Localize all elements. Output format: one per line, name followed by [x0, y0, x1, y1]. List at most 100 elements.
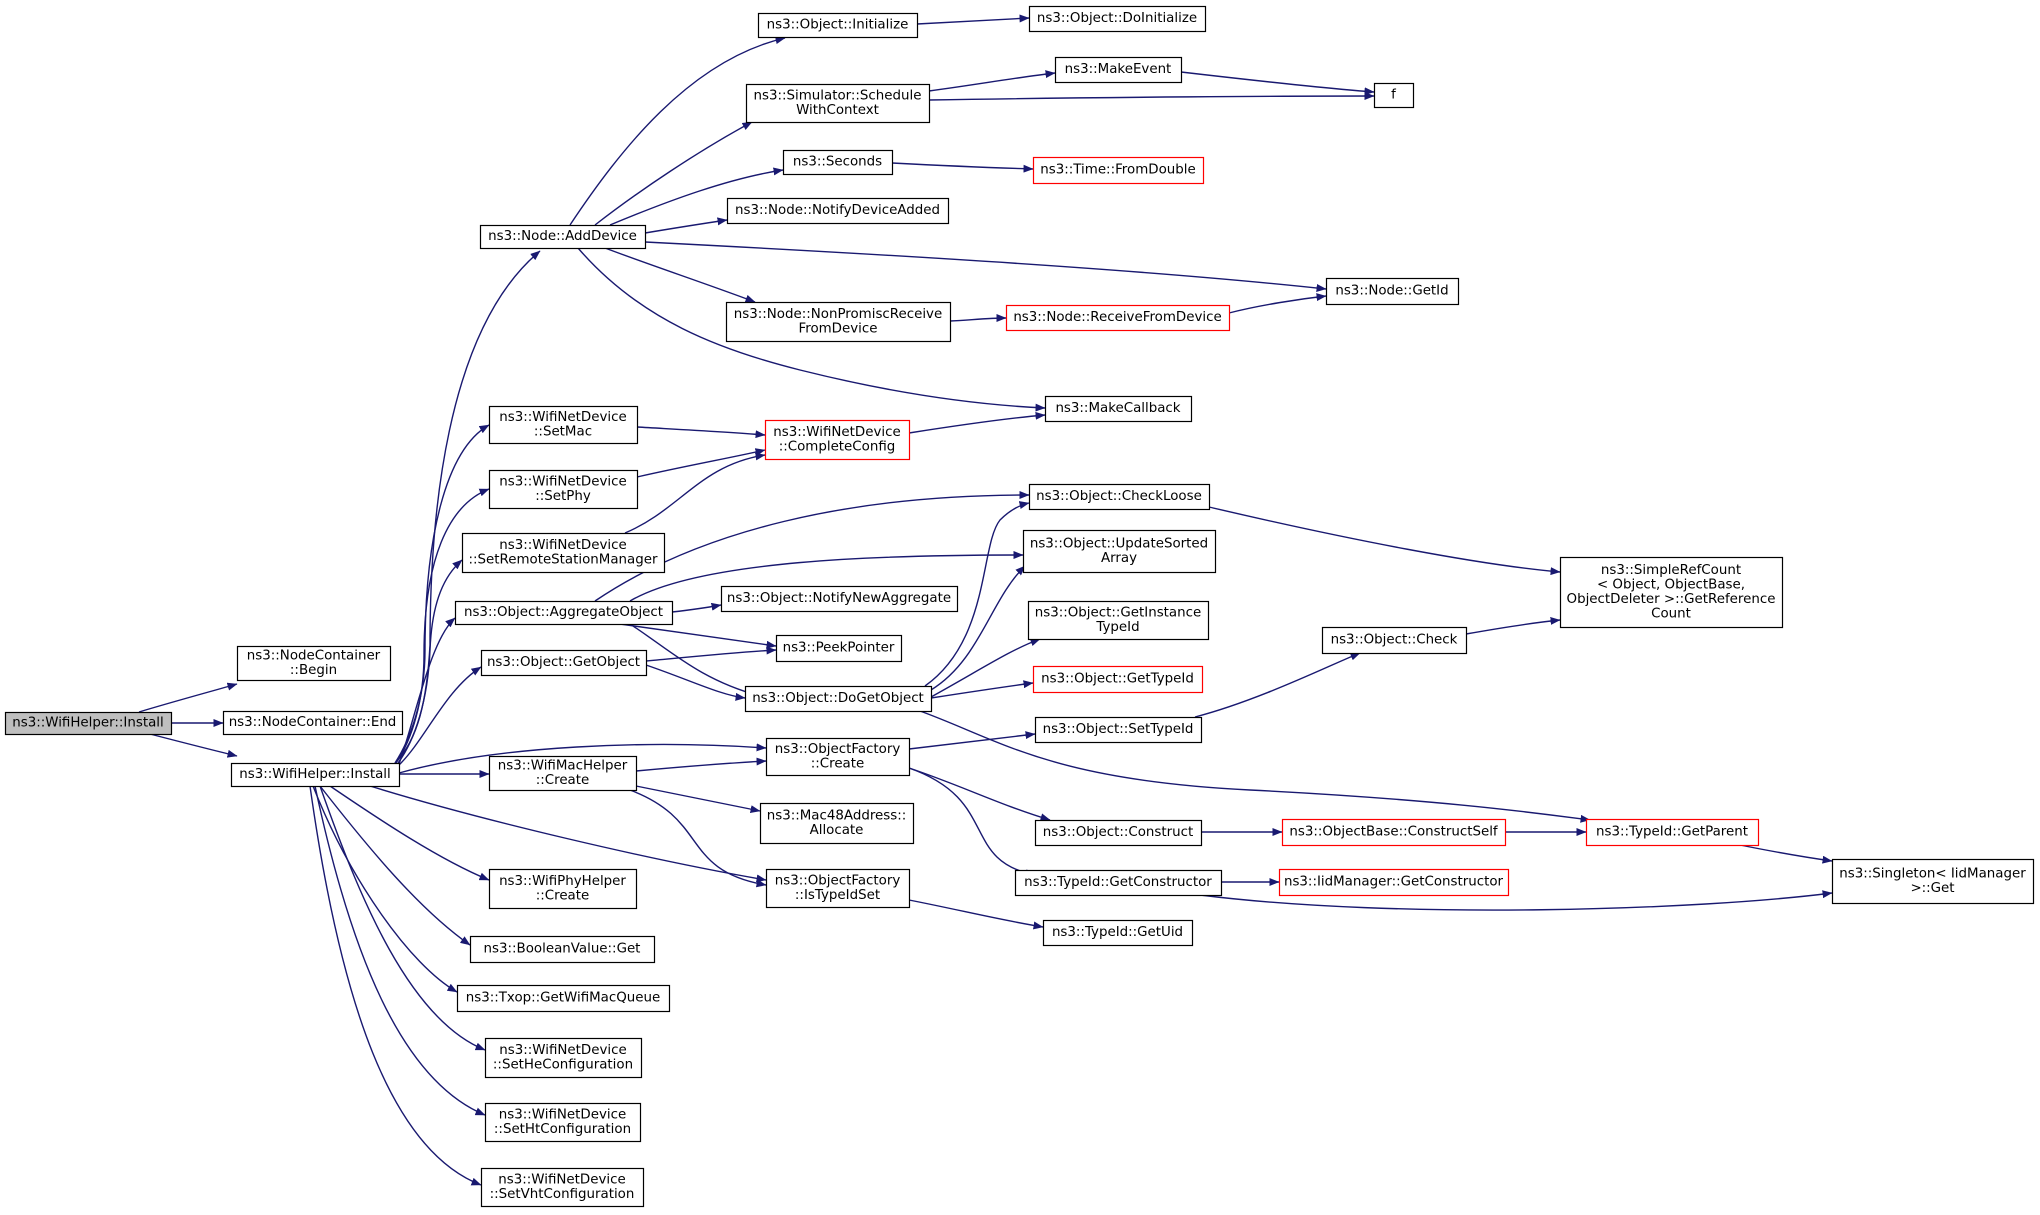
node-box[interactable] [236, 645, 392, 682]
node-peekpointer[interactable]: ns3::PeekPointer [775, 634, 903, 663]
node-box[interactable] [1559, 556, 1784, 629]
node-box[interactable] [1034, 819, 1203, 847]
node-box[interactable] [1028, 483, 1211, 511]
node-box[interactable] [484, 1037, 643, 1079]
node-box[interactable] [1032, 156, 1205, 185]
node-nc_begin[interactable]: ns3::NodeContainer::Begin [236, 645, 392, 682]
node-box[interactable] [1027, 600, 1210, 641]
node-typeid_getuid[interactable]: ns3::TypeId::GetUid [1042, 919, 1194, 947]
node-obj_check[interactable]: ns3::Object::Check [1321, 626, 1468, 655]
node-obj_gettypeid[interactable]: ns3::Object::GetTypeId [1032, 665, 1204, 694]
node-box[interactable] [1325, 277, 1460, 306]
node-box[interactable] [469, 935, 656, 964]
node-wh_install[interactable]: ns3::WifiHelper::Install [230, 762, 401, 788]
node-wnd_setphy[interactable]: ns3::WifiNetDevice::SetPhy [488, 469, 639, 510]
node-obj_initialize[interactable]: ns3::Object::Initialize [757, 12, 919, 39]
node-box[interactable] [222, 710, 404, 736]
node-obj_construct[interactable]: ns3::Object::Construct [1034, 819, 1203, 847]
node-obj_settypeid[interactable]: ns3::Object::SetTypeId [1034, 716, 1203, 744]
node-box[interactable] [1042, 919, 1194, 947]
node-nc_end[interactable]: ns3::NodeContainer::End [222, 710, 404, 736]
node-box[interactable] [484, 1102, 642, 1143]
node-box[interactable] [479, 224, 647, 250]
node-obj_checkloose[interactable]: ns3::Object::CheckLoose [1028, 483, 1211, 511]
node-objbase_constructself[interactable]: ns3::ObjectBase::ConstructSelf [1281, 818, 1507, 847]
node-node_adddevice[interactable]: ns3::Node::AddDevice [479, 224, 647, 250]
node-obj_notifynewagg[interactable]: ns3::Object::NotifyNewAggregate [720, 585, 959, 613]
node-boolvalue_get[interactable]: ns3::BooleanValue::Get [469, 935, 656, 964]
node-box[interactable] [1032, 665, 1204, 694]
node-seconds[interactable]: ns3::Seconds [782, 149, 894, 176]
node-singleton_get[interactable]: ns3::Singleton< IidManager>::Get [1831, 858, 2035, 905]
node-box[interactable] [1831, 858, 2035, 905]
node-box[interactable] [1005, 304, 1231, 332]
node-simplerefcount[interactable]: ns3::SimpleRefCount< Object, ObjectBase,… [1559, 556, 1784, 629]
node-makecallback[interactable]: ns3::MakeCallback [1044, 395, 1193, 423]
node-f[interactable]: f [1373, 82, 1415, 109]
node-box[interactable] [488, 469, 639, 510]
node-box[interactable] [4, 711, 173, 736]
node-box[interactable] [744, 685, 933, 713]
node-box[interactable] [1034, 716, 1203, 744]
node-box[interactable] [1014, 869, 1223, 897]
node-obj_getobject[interactable]: ns3::Object::GetObject [480, 649, 648, 677]
node-box[interactable] [725, 301, 952, 343]
node-wnd_sethe[interactable]: ns3::WifiNetDevice::SetHeConfiguration [484, 1037, 643, 1079]
node-obj_doinitialize[interactable]: ns3::Object::DoInitialize [1028, 5, 1207, 33]
node-wmh_create[interactable]: ns3::WifiMacHelper::Create [488, 755, 638, 792]
node-mac48_allocate[interactable]: ns3::Mac48Address::Allocate [759, 802, 915, 845]
node-box[interactable] [1044, 395, 1193, 423]
node-box[interactable] [745, 83, 931, 124]
node-box[interactable] [1281, 818, 1507, 847]
node-box[interactable] [759, 802, 915, 845]
node-txop_getqueue[interactable]: ns3::Txop::GetWifiMacQueue [456, 984, 671, 1013]
node-time_fromdouble[interactable]: ns3::Time::FromDouble [1032, 156, 1205, 185]
node-root[interactable]: ns3::WifiHelper::Install [4, 711, 173, 736]
node-box[interactable] [1585, 818, 1760, 847]
node-box[interactable] [726, 197, 950, 225]
node-wph_create[interactable]: ns3::WifiPhyHelper::Create [488, 868, 638, 910]
node-node_notifyadded[interactable]: ns3::Node::NotifyDeviceAdded [726, 197, 950, 225]
node-box[interactable] [1028, 5, 1207, 33]
node-box[interactable] [230, 762, 401, 788]
node-of_create[interactable]: ns3::ObjectFactory::Create [765, 737, 911, 777]
node-box[interactable] [480, 1167, 645, 1208]
node-wnd_setmac[interactable]: ns3::WifiNetDevice::SetMac [488, 405, 639, 445]
node-box[interactable] [765, 737, 911, 777]
node-node_getid[interactable]: ns3::Node::GetId [1325, 277, 1460, 306]
node-box[interactable] [1278, 868, 1510, 897]
node-wnd_complete[interactable]: ns3::WifiNetDevice::CompleteConfig [764, 419, 911, 461]
node-of_istypeidset[interactable]: ns3::ObjectFactory::IsTypeIdSet [765, 868, 911, 909]
node-box[interactable] [488, 405, 639, 445]
node-wnd_setrsm[interactable]: ns3::WifiNetDevice::SetRemoteStationMana… [461, 532, 666, 574]
node-wnd_setht[interactable]: ns3::WifiNetDevice::SetHtConfiguration [484, 1102, 642, 1143]
node-box[interactable] [782, 149, 894, 176]
node-box[interactable] [461, 532, 666, 574]
node-typeid_getparent[interactable]: ns3::TypeId::GetParent [1585, 818, 1760, 847]
node-node_receive[interactable]: ns3::Node::ReceiveFromDevice [1005, 304, 1231, 332]
node-box[interactable] [1054, 56, 1183, 84]
node-box[interactable] [775, 634, 903, 663]
node-box[interactable] [1321, 626, 1468, 655]
node-box[interactable] [757, 12, 919, 39]
node-box[interactable] [488, 755, 638, 792]
node-box[interactable] [1022, 529, 1217, 574]
node-box[interactable] [454, 600, 674, 626]
node-box[interactable] [764, 419, 911, 461]
node-box[interactable] [488, 868, 638, 910]
node-iidmanager_getconstructor[interactable]: ns3::IidManager::GetConstructor [1278, 868, 1510, 897]
node-makeevent[interactable]: ns3::MakeEvent [1054, 56, 1183, 84]
node-box[interactable] [1373, 82, 1415, 109]
node-box[interactable] [720, 585, 959, 613]
node-obj_dogetobject[interactable]: ns3::Object::DoGetObject [744, 685, 933, 713]
node-box[interactable] [456, 984, 671, 1013]
node-wnd_setvht[interactable]: ns3::WifiNetDevice::SetVhtConfiguration [480, 1167, 645, 1208]
node-box[interactable] [765, 868, 911, 909]
node-obj_aggregate[interactable]: ns3::Object::AggregateObject [454, 600, 674, 626]
node-box[interactable] [480, 649, 648, 677]
node-typeid_getconstructor[interactable]: ns3::TypeId::GetConstructor [1014, 869, 1223, 897]
